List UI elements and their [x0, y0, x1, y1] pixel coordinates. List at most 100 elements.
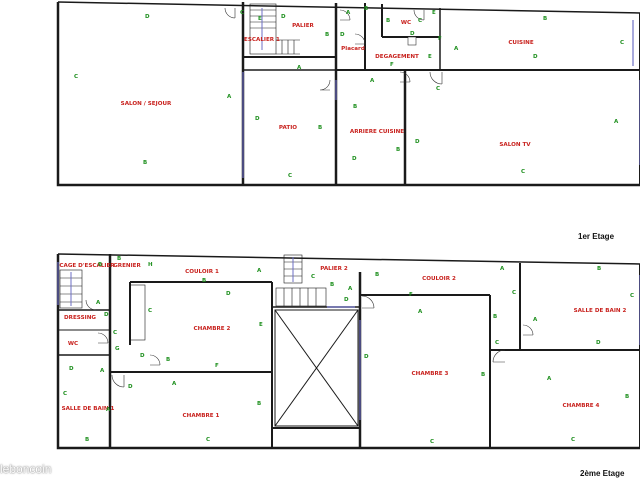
wall-marker: D	[128, 384, 133, 390]
wall-marker: A	[500, 266, 505, 272]
wall-marker: B	[353, 104, 357, 110]
wall-markers-floor1: D C A B C E D B A D B C A D B B C D E A …	[74, 6, 624, 179]
watermark-logo: leboncoin	[0, 462, 52, 476]
wall-marker: A	[533, 317, 538, 323]
room-chambre3: CHAMBRE 3	[412, 371, 449, 377]
wall-marker: D	[415, 139, 420, 145]
wall-marker: B	[166, 357, 170, 363]
wall-marker: C	[436, 86, 440, 92]
wall-marker: B	[396, 147, 400, 153]
room-chambre2: CHAMBRE 2	[194, 326, 231, 332]
wall-marker: A	[227, 94, 232, 100]
wall-marker: C	[288, 173, 292, 179]
floor-label-second: 2ème Etage	[580, 469, 625, 478]
room-salon-sejour: SALON / SEJOUR	[121, 101, 172, 107]
wall-marker: A	[106, 407, 111, 413]
wall-marker: D	[364, 354, 369, 360]
doors-floor2	[85, 284, 534, 388]
wall-marker: A	[547, 376, 552, 382]
wall-marker: D	[226, 291, 231, 297]
wall-marker: D	[104, 312, 109, 318]
wall-marker: D	[352, 156, 357, 162]
wall-marker: B	[85, 437, 89, 443]
wall-marker: A	[100, 368, 105, 374]
room-salle-de-bain1: SALLE DE BAIN 1	[62, 406, 115, 412]
room-escalier1: ESCALIER 1	[244, 37, 280, 43]
wall-marker: B	[364, 6, 368, 12]
wall-marker: C	[418, 18, 422, 24]
room-degagement: DEGAGEMENT	[375, 54, 419, 60]
wall-markers-floor2: B B H A B D C E F A D C G A D B C A D B …	[63, 256, 634, 445]
wall-marker: A	[346, 10, 351, 16]
wall-marker: B	[202, 278, 206, 284]
room-chambre1: CHAMBRE 1	[183, 413, 220, 419]
wall-marker: C	[430, 439, 434, 445]
wall-marker: A	[418, 309, 423, 315]
wall-marker: B	[330, 282, 334, 288]
wall-marker: D	[410, 31, 415, 37]
room-patio: PATIO	[279, 125, 297, 131]
stairs-floor1	[249, 3, 300, 55]
wall-marker: F	[390, 62, 394, 68]
wall-marker: C	[521, 169, 525, 175]
wall-marker: B	[597, 266, 601, 272]
wall-marker: B	[98, 262, 102, 268]
wall-marker: B	[543, 16, 547, 22]
wall-marker: B	[325, 32, 329, 38]
room-chambre4: CHAMBRE 4	[563, 403, 600, 409]
void-cross	[274, 309, 359, 427]
wall-marker: C	[630, 293, 634, 299]
wall-marker: C	[148, 308, 152, 314]
wall-marker: F	[409, 292, 413, 298]
wall-marker: C	[512, 290, 516, 296]
wall-marker: F	[438, 36, 442, 42]
room-palier: PALIER	[292, 23, 314, 29]
wall-marker: E	[259, 322, 263, 328]
room-labels-floor2: CAGE D'ESCALIER GRENIER COULOIR 1 PALIER…	[59, 263, 626, 419]
room-placard: Placard	[341, 46, 365, 52]
room-arriere-cuisine: ARRIERE CUISINE	[350, 129, 404, 135]
floor2-walls	[56, 253, 640, 450]
wall-marker: A	[96, 300, 101, 306]
wall-marker: C	[74, 74, 78, 80]
room-wc-floor1: WC	[401, 20, 411, 26]
wall-marker: D	[255, 116, 260, 122]
wall-marker: D	[533, 54, 538, 60]
wall-marker: C	[206, 437, 210, 443]
wall-marker: B	[257, 401, 261, 407]
room-couloir2: COULOIR 2	[422, 276, 456, 282]
wall-marker: A	[257, 268, 262, 274]
wall-marker: C	[63, 391, 67, 397]
wall-marker: B	[143, 160, 147, 166]
wall-marker: E	[258, 16, 262, 22]
room-wc-floor2: WC	[68, 341, 78, 347]
wall-marker: C	[571, 437, 575, 443]
room-couloir1: COULOIR 1	[185, 269, 219, 275]
wall-marker: D	[281, 14, 286, 20]
wall-marker: A	[614, 119, 619, 125]
doors-floor1	[224, 7, 443, 91]
room-grenier: GRENIER	[113, 263, 141, 269]
room-cage-escalier: CAGE D'ESCALIER	[59, 263, 115, 269]
room-salle-de-bain2: SALLE DE BAIN 2	[574, 308, 627, 314]
wall-marker: B	[375, 272, 379, 278]
room-dressing: DRESSING	[64, 315, 96, 321]
windows-floor2	[57, 262, 640, 420]
wall-marker: G	[115, 346, 120, 352]
room-labels-floor1: SALON / SEJOUR ESCALIER 1 PALIER WC Plac…	[121, 20, 534, 148]
wall-marker: B	[493, 314, 497, 320]
wall-marker: D	[145, 14, 150, 20]
wall-marker: A	[297, 65, 302, 71]
windows-floor1	[242, 20, 640, 178]
wall-marker: E	[428, 54, 432, 60]
wall-marker: D	[340, 32, 345, 38]
room-palier2: PALIER 2	[320, 266, 348, 272]
wall-marker: D	[596, 340, 601, 346]
wall-marker: B	[318, 125, 322, 131]
wall-marker: D	[140, 353, 145, 359]
wall-marker: C	[311, 274, 315, 280]
wall-marker: F	[215, 363, 219, 369]
wall-marker: C	[240, 10, 244, 16]
room-cuisine: CUISINE	[508, 40, 534, 46]
